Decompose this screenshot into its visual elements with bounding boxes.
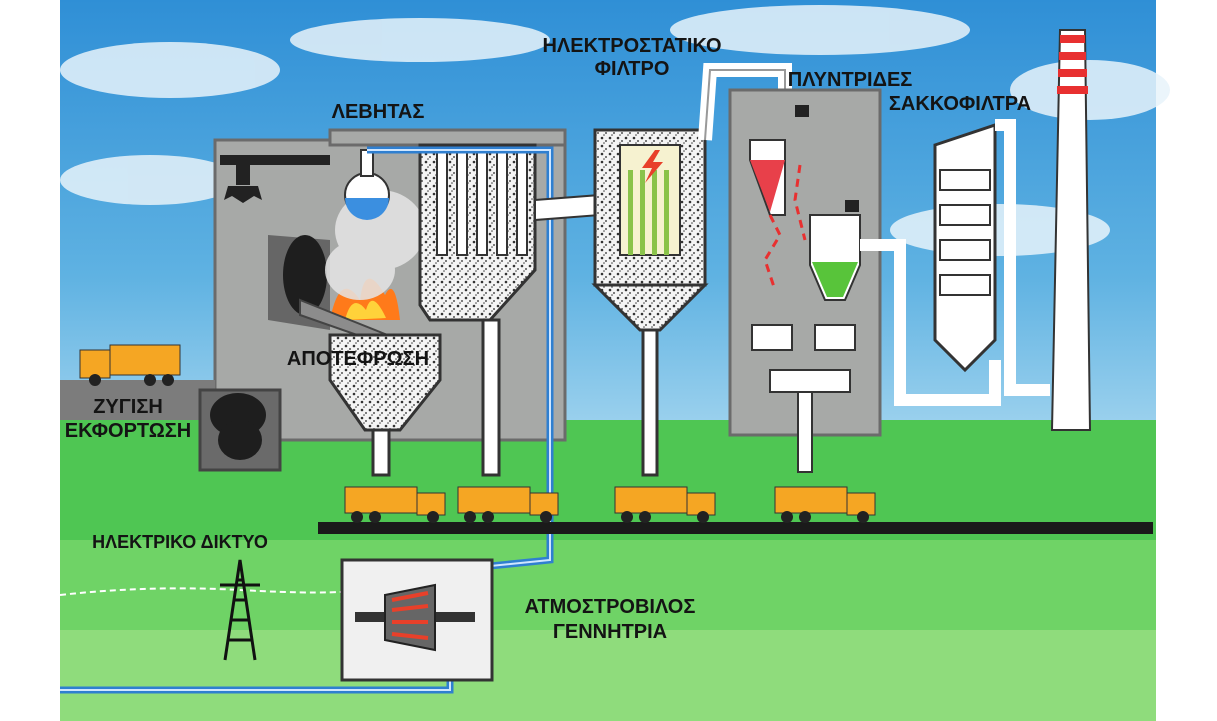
label-electrostatic-filter-2: ΦΙΛΤΡΟ	[595, 58, 670, 80]
truck-icon	[614, 486, 716, 523]
truck-icon	[344, 486, 446, 523]
electrostatic-filter	[591, 128, 709, 477]
duct-to-bagfilter	[860, 239, 1001, 406]
chimney-icon	[1050, 29, 1092, 431]
label-bag-filters: ΣΑΚΚΟΦΙΛΤΡΑ	[889, 93, 1031, 115]
label-boiler: ΛΕΒΗΤΑΣ	[332, 101, 425, 123]
label-turbine-1: ΑΤΜΟΣΤΡΟΒΙΛΟΣ	[525, 596, 696, 618]
truck-icon	[457, 486, 559, 523]
bag-filter	[933, 122, 997, 373]
power-line	[59, 587, 361, 596]
label-turbine-2: ΓΕΝΝΗΤΡΙΑ	[553, 621, 667, 643]
label-scrubbers: ΠΛΥΝΤΡΙΔΕΣ	[788, 69, 913, 91]
label-incineration: ΑΠΟΤΕΦΡΩΣΗ	[287, 348, 429, 370]
truck-icon	[774, 486, 876, 523]
label-unloading: ΕΚΦΟΡΤΩΣΗ	[65, 420, 192, 442]
label-weighing: ΖΥΓΙΣΗ	[93, 396, 163, 418]
turbine-icon	[355, 583, 475, 652]
scrubber-building	[728, 88, 882, 473]
road	[318, 522, 1153, 534]
truck-icon	[79, 344, 181, 386]
lightning-icon	[642, 150, 663, 183]
pylon-icon	[220, 559, 260, 661]
waste-pile	[210, 235, 327, 460]
ash-chutes	[371, 318, 501, 477]
grass-lower	[60, 630, 1156, 721]
label-power-grid: ΗΛΕΚΤΡΙΚΟ ΔΙΚΤΥΟ	[92, 532, 268, 552]
grab-crane-icon	[220, 155, 330, 203]
furnace-hopper	[328, 333, 442, 432]
duct-to-chimney	[995, 119, 1050, 396]
boiler-drum-icon	[344, 149, 390, 220]
flue-duct	[534, 193, 601, 222]
label-electrostatic-filter-1: ΗΛΕΚΤΡΟΣΤΑΤΙΚΟ	[542, 35, 721, 57]
